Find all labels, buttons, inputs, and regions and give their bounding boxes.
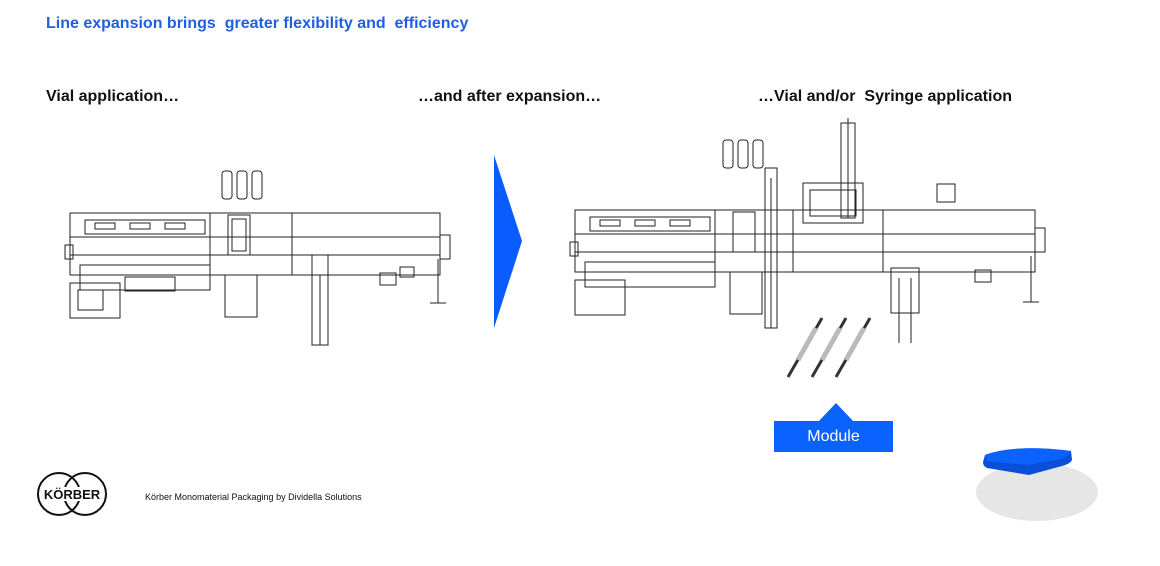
footer-text: Körber Monomaterial Packaging by Dividel…	[145, 492, 362, 502]
korber-logo: KÖRBER	[37, 472, 107, 516]
module-label: Module	[774, 421, 893, 452]
expansion-arrow	[494, 155, 522, 328]
heading-vial-application: Vial application…	[46, 88, 180, 105]
heading-vial-syringe-application: …Vial and/or Syringe application	[758, 88, 1012, 105]
slide-title: Line expansion brings greater flexibilit…	[46, 15, 469, 32]
vial-line-machine-drawing	[64, 170, 451, 346]
syringe-icons	[786, 317, 872, 378]
logo-text: KÖRBER	[44, 487, 101, 502]
brand-shape-icon	[976, 448, 1098, 521]
heading-after-expansion: …and after expansion…	[418, 88, 602, 105]
vial-syringe-line-machine-drawing	[569, 118, 1046, 343]
vial-icons	[221, 170, 263, 200]
module-pointer-icon	[818, 403, 854, 422]
vial-icons	[722, 139, 764, 169]
